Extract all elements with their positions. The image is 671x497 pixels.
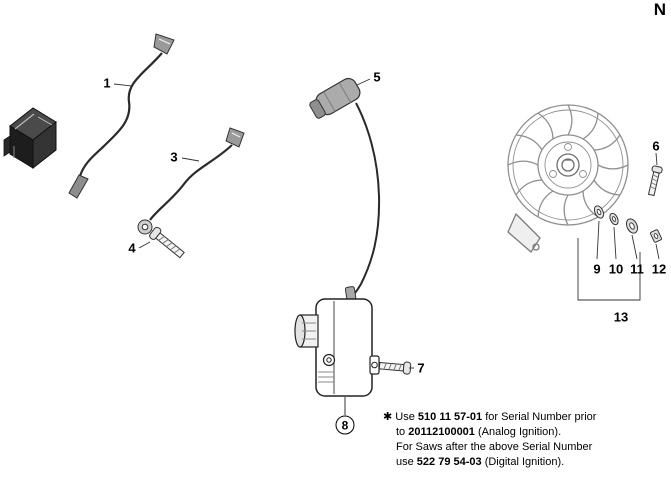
leader-lines: [113, 78, 660, 369]
part-label-9: 9: [593, 261, 601, 277]
wire-3: [137, 127, 245, 235]
part-label-6: 6: [652, 138, 660, 154]
spark-plug-boot: [309, 77, 381, 301]
screw-6: [647, 165, 663, 197]
footnote-line-4: use 522 79 54-03 (Digital Ignition).: [383, 455, 643, 470]
footnote-text: For Saws after the above Serial Number: [396, 441, 593, 453]
wire-1: [68, 33, 175, 199]
footnote-text: to: [396, 426, 409, 438]
flywheel: [507, 104, 629, 253]
ignition-module: [294, 298, 380, 415]
part-number-digital: 522 79 54-03: [416, 456, 482, 468]
part-label-1: 1: [103, 75, 111, 91]
part-label-10: 10: [608, 261, 624, 277]
ignition-lead-wire: [350, 102, 381, 300]
footnote-line-2: to 20112100001 (Analog Ignition).: [383, 425, 643, 440]
footnote-text: (Analog Ignition).: [474, 426, 562, 438]
footnote-text: Use: [395, 411, 418, 423]
serial-number: 20112100001: [408, 426, 475, 438]
part-label-5: 5: [373, 69, 381, 85]
serial-number-footnote: ✱ Use 510 11 57-01 for Serial Number pri…: [383, 410, 643, 470]
part-label-3: 3: [170, 149, 178, 165]
group-13-bracket: [577, 238, 641, 301]
footnote-line-3: For Saws after the above Serial Number: [383, 440, 643, 455]
footnote-text: (Digital Ignition).: [481, 456, 565, 468]
washer-9: [593, 205, 605, 219]
footnote-text: use: [396, 456, 417, 468]
part-number-analog: 510 11 57-01: [417, 411, 483, 423]
footnote-line-1: ✱ Use 510 11 57-01 for Serial Number pri…: [383, 410, 643, 425]
stop-switch-assembly: [3, 107, 57, 170]
footnote-asterisk-marker: ✱: [383, 411, 393, 423]
part-label-11: 11: [630, 261, 644, 277]
footnote-text: for Serial Number prior: [482, 411, 597, 423]
screw-4: [149, 226, 185, 259]
flywheel-magnet-shoe: [507, 212, 541, 253]
nut-12: [650, 229, 662, 243]
pawl-washer-11: [625, 218, 639, 234]
screw-7: [378, 361, 412, 375]
part-balloon-8: 8: [335, 415, 355, 435]
part-label-7: 7: [417, 360, 425, 376]
washer-10: [609, 212, 619, 226]
flywheel-hub: [556, 153, 580, 177]
part-label-12: 12: [651, 261, 667, 277]
part-label-13: 13: [613, 309, 629, 325]
page-letter: N: [653, 0, 666, 19]
part-label-4: 4: [128, 240, 136, 256]
